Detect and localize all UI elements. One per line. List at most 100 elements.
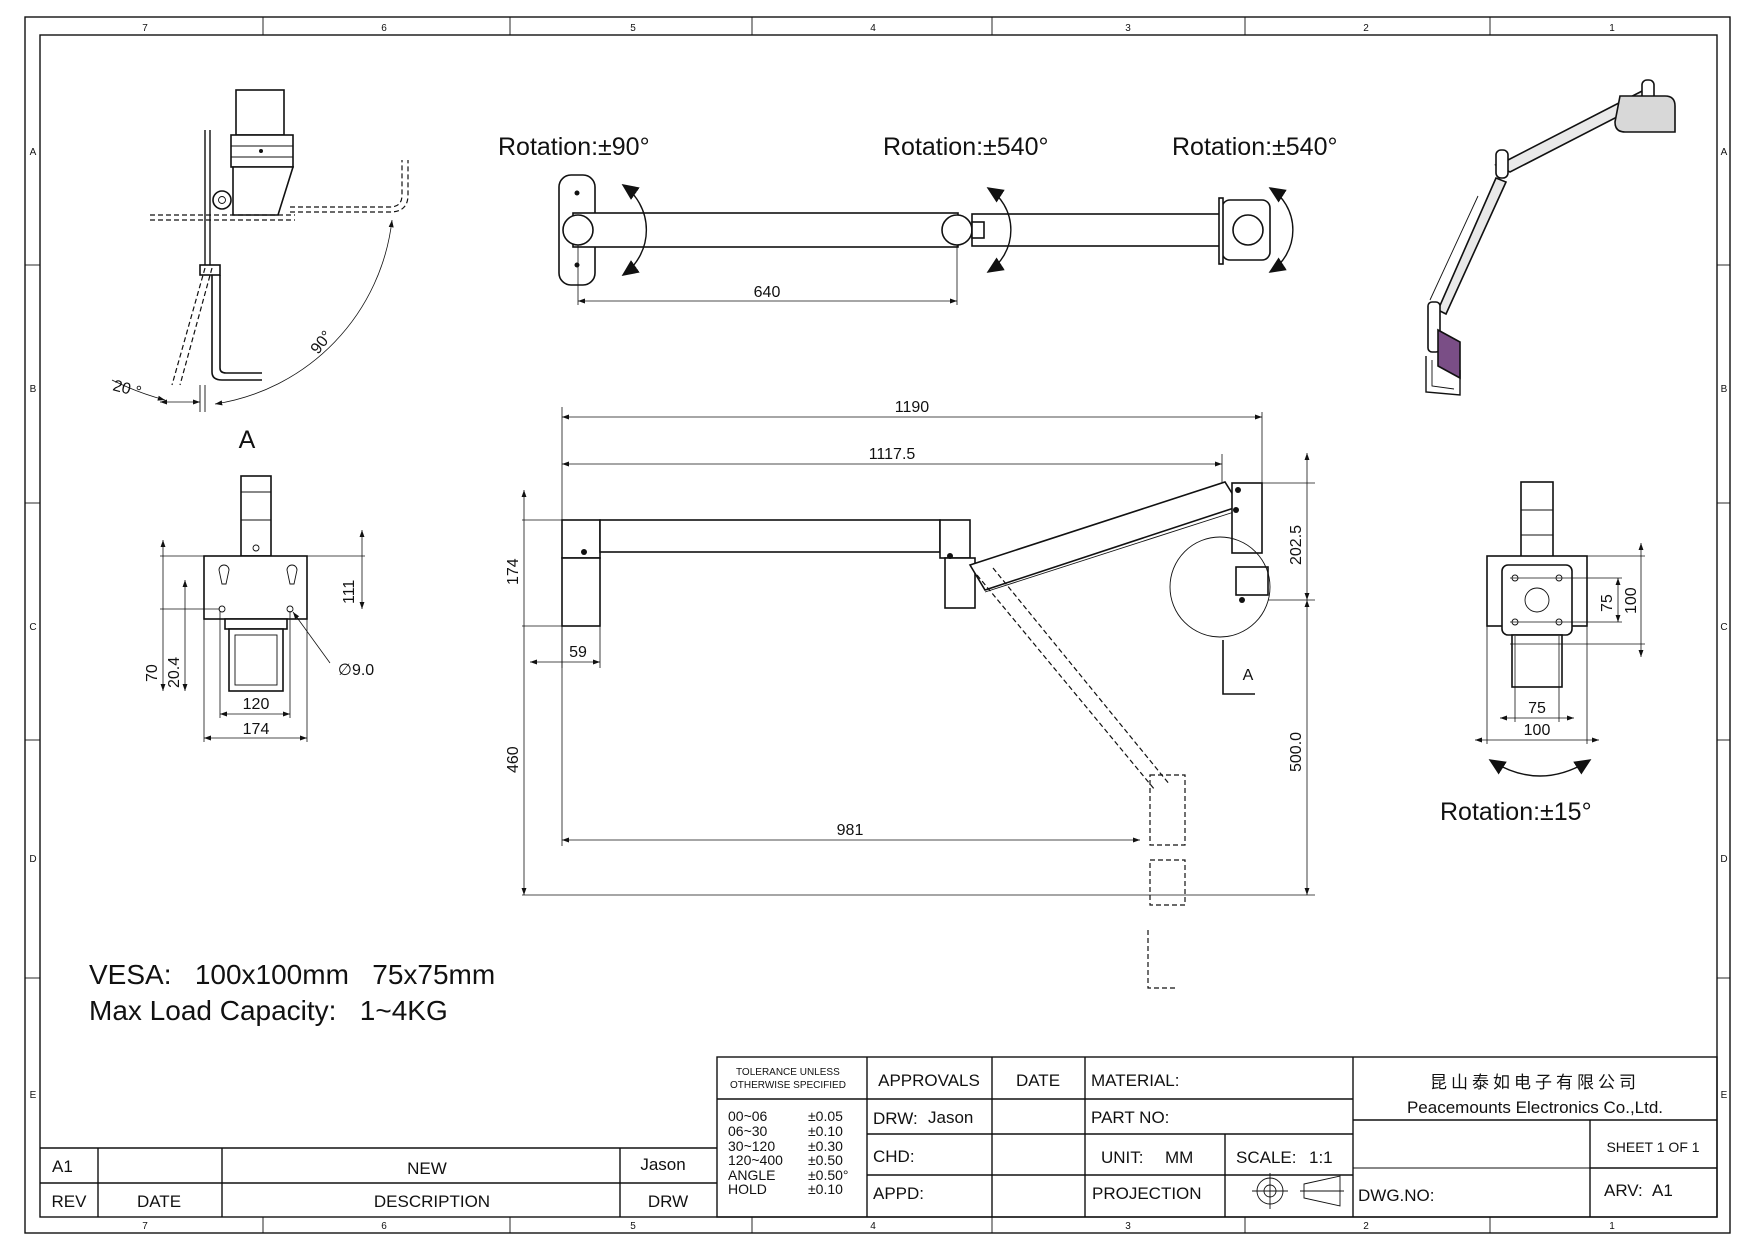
sheet-number: SHEET 1 OF 1 bbox=[1606, 1139, 1699, 1155]
dim-clamp-20-4: 20.4 bbox=[166, 657, 183, 688]
date-header: DATE bbox=[1016, 1071, 1060, 1090]
col-label: 5 bbox=[630, 23, 636, 34]
col-label: 7 bbox=[142, 1221, 148, 1232]
col-label: 5 bbox=[630, 1221, 636, 1232]
isometric-view bbox=[1425, 79, 1676, 396]
spec-notes: VESA: 100x100mm 75x75mm Max Load Capacit… bbox=[89, 959, 495, 1026]
tolerance-value: ±0.05 bbox=[808, 1108, 843, 1124]
col-label: 4 bbox=[870, 23, 876, 34]
dim-clamp-70: 70 bbox=[144, 664, 161, 682]
tolerance-value: ±0.50 bbox=[808, 1152, 843, 1168]
date-header: DATE bbox=[137, 1192, 181, 1211]
drw-header: DRW bbox=[648, 1192, 688, 1211]
row-label: C bbox=[29, 622, 36, 633]
projection-label: PROJECTION bbox=[1092, 1184, 1202, 1203]
rev-header: REV bbox=[52, 1192, 88, 1211]
row-label: C bbox=[1720, 622, 1727, 633]
col-label: 7 bbox=[142, 23, 148, 34]
frame-row-labels-right: A B C D E bbox=[1720, 147, 1727, 1101]
col-label: 6 bbox=[381, 1221, 387, 1232]
unit-value: MM bbox=[1165, 1148, 1193, 1167]
col-label: 6 bbox=[381, 23, 387, 34]
drw-value: Jason bbox=[640, 1155, 685, 1174]
description-value: NEW bbox=[407, 1159, 447, 1178]
angle-90-label: 90° bbox=[308, 328, 336, 358]
vesa-plate-view: 75 100 75 100 bbox=[1475, 481, 1645, 777]
row-label: B bbox=[30, 384, 37, 395]
dim-vesa-100-h: 100 bbox=[1524, 722, 1551, 739]
unit-label: UNIT: bbox=[1101, 1148, 1144, 1167]
dim-upper-width: 1117.5 bbox=[869, 446, 916, 463]
col-label: 2 bbox=[1363, 23, 1369, 34]
scale-value: 1:1 bbox=[1309, 1148, 1333, 1167]
dim-post-width: 59 bbox=[569, 644, 587, 661]
frame-column-labels-top: 7 6 5 4 3 2 1 bbox=[142, 23, 1615, 34]
drw-label: DRW: bbox=[873, 1109, 918, 1128]
col-label: 2 bbox=[1363, 1221, 1369, 1232]
dim-lower-reach: 981 bbox=[837, 822, 864, 839]
company-name-en: Peacemounts Electronics Co.,Ltd. bbox=[1407, 1098, 1663, 1117]
tolerance-table: 00~06 ±0.05 06~30 ±0.10 30~120 ±0.30 120… bbox=[728, 1108, 849, 1197]
arv-label: ARV: bbox=[1604, 1181, 1643, 1200]
dim-overall-width: 1190 bbox=[895, 399, 930, 416]
angle-20-label: 20 ° bbox=[111, 377, 143, 401]
detail-callout-label: A bbox=[1243, 667, 1254, 684]
row-label: A bbox=[30, 147, 37, 158]
row-label: D bbox=[29, 854, 36, 865]
dim-top-arm-length: 640 bbox=[754, 284, 781, 301]
appd-label: APPD: bbox=[873, 1184, 924, 1203]
row-label: D bbox=[1720, 854, 1727, 865]
dwg-no-label: DWG.NO: bbox=[1358, 1186, 1435, 1205]
arv-value: A1 bbox=[1652, 1181, 1673, 1200]
tolerance-value: ±0.30 bbox=[808, 1138, 843, 1154]
dim-left-drop: 460 bbox=[505, 746, 522, 773]
dim-right-lower: 500.0 bbox=[1288, 732, 1305, 772]
tolerance-value: ±0.50° bbox=[808, 1167, 849, 1183]
clamp-front-view: 111 70 20.4 120 174 ∅9.0 bbox=[144, 475, 374, 742]
description-header: DESCRIPTION bbox=[374, 1192, 490, 1211]
dim-clamp-120: 120 bbox=[243, 696, 270, 713]
chd-label: CHD: bbox=[873, 1147, 915, 1166]
top-view-arm: 640 bbox=[558, 174, 1294, 305]
title-block: TOLERANCE UNLESS OTHERWISE SPECIFIED 00~… bbox=[716, 1056, 1718, 1218]
tolerance-title-1: TOLERANCE UNLESS bbox=[736, 1067, 840, 1078]
col-label: 3 bbox=[1125, 23, 1131, 34]
col-label: 3 bbox=[1125, 1221, 1131, 1232]
detail-view-a: 20 ° 90° A bbox=[111, 89, 409, 454]
tolerance-title-2: OTHERWISE SPECIFIED bbox=[730, 1080, 846, 1091]
tolerance-range: 30~120 bbox=[728, 1138, 775, 1154]
rotation-label-left: Rotation:±90° bbox=[498, 133, 650, 161]
material-label: MATERIAL: bbox=[1091, 1071, 1179, 1090]
dim-vesa-75-h: 75 bbox=[1528, 700, 1546, 717]
rotation-label-right: Rotation:±540° bbox=[1172, 133, 1338, 161]
frame-row-labels-left: A B C D E bbox=[29, 147, 36, 1101]
rev-value: A1 bbox=[52, 1157, 73, 1176]
col-label: 1 bbox=[1609, 1221, 1615, 1232]
row-label: A bbox=[1721, 147, 1728, 158]
dim-clamp-174: 174 bbox=[243, 721, 270, 738]
rotation-label-mid: Rotation:±540° bbox=[883, 133, 1049, 161]
tolerance-range: HOLD bbox=[728, 1181, 767, 1197]
vesa-spec: VESA: 100x100mm 75x75mm bbox=[89, 959, 495, 990]
dim-right-upper: 202.5 bbox=[1288, 525, 1305, 565]
part-no-label: PART NO: bbox=[1091, 1108, 1169, 1127]
scale-label: SCALE: bbox=[1236, 1148, 1296, 1167]
row-label: B bbox=[1721, 384, 1728, 395]
dim-vesa-100-v: 100 bbox=[1623, 587, 1640, 614]
company-name-cn: 昆山泰如电子有限公司 bbox=[1430, 1073, 1640, 1092]
side-view-arm: 1190 1117.5 174 59 460 981 202.5 500.0 A bbox=[505, 399, 1315, 989]
rotation-labels: Rotation:±90° Rotation:±540° Rotation:±5… bbox=[498, 133, 1592, 826]
tolerance-value: ±0.10 bbox=[808, 1181, 843, 1197]
detail-view-label: A bbox=[239, 426, 256, 454]
tolerance-range: 00~06 bbox=[728, 1108, 768, 1124]
dim-left-height: 174 bbox=[505, 558, 522, 585]
dim-vesa-75-v: 75 bbox=[1599, 594, 1616, 612]
col-label: 4 bbox=[870, 1221, 876, 1232]
col-label: 1 bbox=[1609, 23, 1615, 34]
tolerance-value: ±0.10 bbox=[808, 1123, 843, 1139]
projection-symbol-icon bbox=[1252, 1173, 1344, 1209]
frame-column-labels-bottom: 7 6 5 4 3 2 1 bbox=[142, 1221, 1615, 1232]
dim-clamp-111: 111 bbox=[341, 580, 358, 604]
drw-value: Jason bbox=[928, 1108, 973, 1127]
